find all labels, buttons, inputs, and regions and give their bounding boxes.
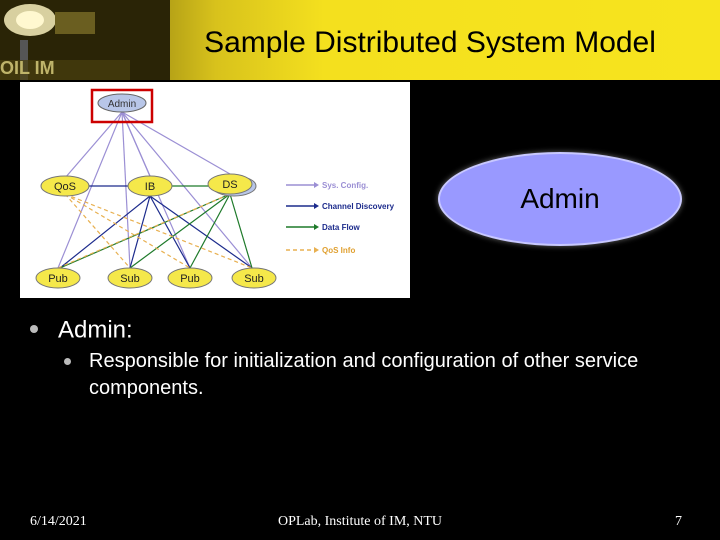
stage-light-photo: OIL IM <box>0 0 170 80</box>
bullet-responsibility-text: Responsible for initialization and confi… <box>89 350 639 399</box>
footer-organization: OPLab, Institute of IM, NTU <box>277 514 443 529</box>
bullet-admin-text: Admin: <box>58 316 133 344</box>
admin-node-label: Admin <box>108 99 136 110</box>
bullet-responsibility: Responsible for initialization and confi… <box>64 348 684 402</box>
system-model-diagram: Admin QoS IB DS Pub Sub Pub Sub Sys. Con… <box>20 82 410 298</box>
ds-node <box>207 173 253 195</box>
admin-callout-label: Admin <box>520 183 600 214</box>
legend-sys-config: Sys. Config. <box>322 181 368 190</box>
sub-node-2-label: Sub <box>244 273 264 285</box>
footer-page-number: 7 <box>675 514 682 529</box>
admin-node <box>97 93 147 113</box>
pub-node-1 <box>35 267 81 289</box>
sub-node-1 <box>107 267 153 289</box>
bullet-dot-icon <box>64 358 71 365</box>
sub-node-1-label: Sub <box>120 273 140 285</box>
legend-data-flow: Data Flow <box>322 223 361 232</box>
diagram-legend: Sys. Config. Channel Discovery Data Flow… <box>286 181 395 255</box>
bullet-admin: Admin: <box>30 316 133 345</box>
ib-node-label: IB <box>145 181 155 193</box>
slide-header: OIL IM Sample Distributed System Model <box>0 0 720 80</box>
qos-node <box>40 175 90 197</box>
pub-node-2-label: Pub <box>180 273 200 285</box>
slide-title: Sample Distributed System Model <box>204 26 656 59</box>
bullet-dot-icon <box>30 324 38 333</box>
legend-qos-info: QoS Info <box>322 246 355 255</box>
ds-node-label: DS <box>222 179 237 191</box>
legend-channel-discovery: Channel Discovery <box>322 202 395 211</box>
data-flow-edges <box>59 185 253 269</box>
svg-text:OIL IM: OIL IM <box>0 58 55 78</box>
ib-node <box>127 175 173 197</box>
footer-date: 6/14/2021 <box>30 514 87 529</box>
pub-node-2 <box>167 267 213 289</box>
qos-node-label: QoS <box>54 181 76 193</box>
pub-node-1-label: Pub <box>48 273 68 285</box>
sub-node-2 <box>231 267 277 289</box>
admin-highlight-box <box>90 88 154 124</box>
qos-info-edges <box>57 193 253 269</box>
admin-callout: Admin <box>438 152 682 246</box>
channel-discovery-edges <box>59 185 253 269</box>
